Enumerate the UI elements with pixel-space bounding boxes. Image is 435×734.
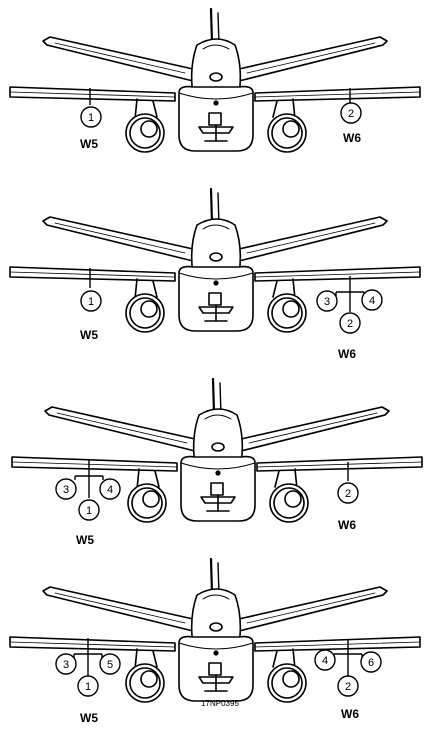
station-label-w6: W6: [343, 131, 361, 145]
store-w5-5: 5: [99, 653, 121, 675]
store-w5-1: 1: [80, 290, 102, 312]
panel-3: 3 4 1 2 W5 W6: [10, 377, 424, 547]
aircraft-front-view-2: [8, 187, 422, 334]
store-w6-2: 2: [337, 675, 359, 697]
store-w6-4: 4: [314, 649, 336, 671]
station-label-w5: W5: [76, 533, 94, 547]
svg-text:1: 1: [88, 112, 94, 124]
store-w5-4: 4: [99, 478, 121, 500]
store-w6-2: 2: [337, 482, 359, 504]
store-w6-4: 4: [361, 289, 383, 311]
svg-text:6: 6: [368, 657, 374, 669]
svg-text:4: 4: [369, 295, 375, 307]
store-w5-1: 1: [80, 106, 102, 128]
svg-text:3: 3: [324, 296, 330, 308]
svg-text:2: 2: [345, 488, 351, 500]
svg-text:3: 3: [63, 484, 69, 496]
svg-text:2: 2: [347, 318, 353, 330]
svg-text:3: 3: [63, 659, 69, 671]
store-w6-6: 6: [360, 651, 382, 673]
pylon-w5: [74, 460, 104, 498]
svg-text:2: 2: [345, 681, 351, 693]
store-w6-3: 3: [316, 290, 338, 312]
panel-1: 1 2 W5 W6: [8, 7, 422, 154]
figure-code: 17NP0395: [201, 699, 239, 708]
store-w5-1: 1: [77, 675, 99, 697]
station-label-w6: W6: [338, 347, 356, 361]
aircraft-front-view-3: [10, 377, 424, 524]
store-w6-2: 2: [340, 102, 362, 124]
store-w6-2: 2: [339, 312, 361, 334]
svg-text:1: 1: [86, 505, 92, 517]
store-w5-3: 3: [55, 478, 77, 500]
store-w5-3: 3: [55, 653, 77, 675]
pylon-w6: [335, 276, 365, 312]
svg-text:4: 4: [322, 655, 328, 667]
station-label-w6: W6: [341, 707, 359, 721]
svg-text:5: 5: [107, 659, 113, 671]
panel-4: 3 5 1 4 6 2 W5 W6 17NP0395: [8, 557, 422, 725]
store-w5-1: 1: [78, 499, 100, 521]
svg-text:1: 1: [88, 296, 94, 308]
aircraft-front-view-4: [8, 557, 422, 704]
pylon-w6: [333, 640, 363, 676]
station-label-w5: W5: [80, 328, 98, 342]
panel-2: 1 3 4 2 W5 W6: [8, 187, 422, 361]
svg-text:2: 2: [348, 108, 354, 120]
svg-text:1: 1: [85, 681, 91, 693]
station-label-w5: W5: [80, 711, 98, 725]
svg-text:4: 4: [107, 484, 113, 496]
station-label-w6: W6: [338, 518, 356, 532]
station-label-w5: W5: [80, 137, 98, 151]
